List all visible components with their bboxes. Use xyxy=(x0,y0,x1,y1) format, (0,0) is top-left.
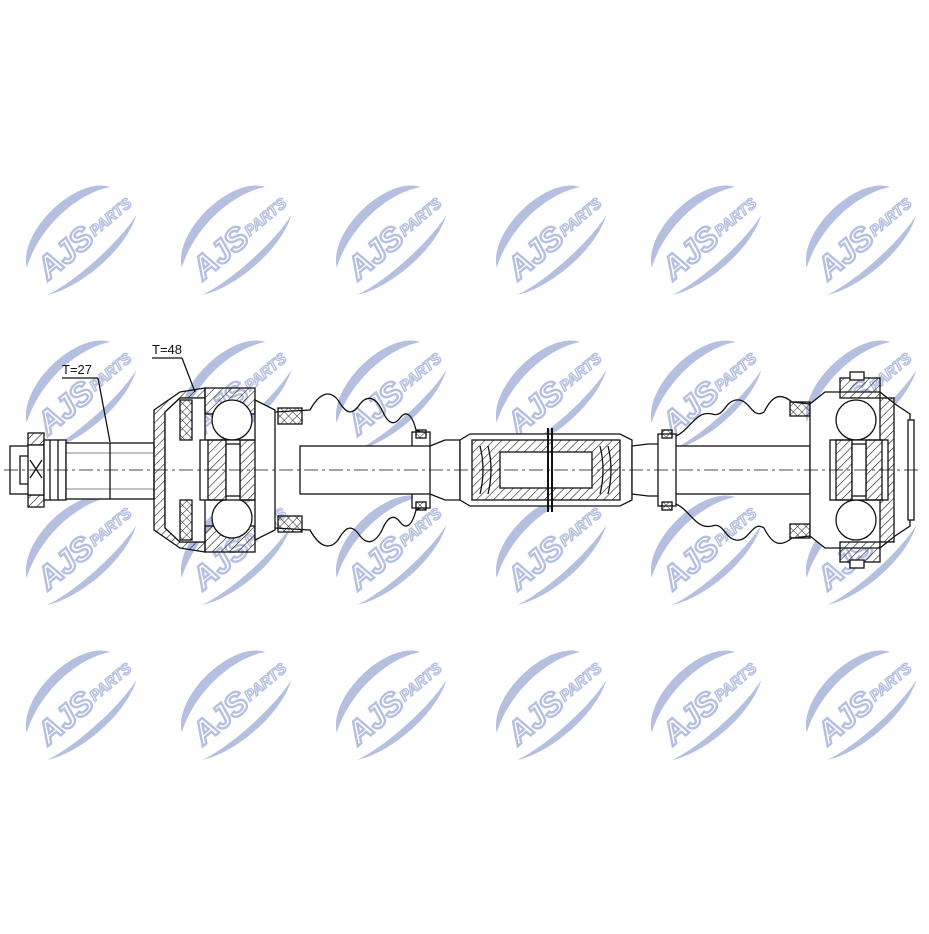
left-threaded-shaft xyxy=(65,442,155,500)
dimension-outer-joint: T=48 xyxy=(152,342,182,357)
leader-outer-joint-diag xyxy=(181,357,196,393)
leader-left-thread-diag xyxy=(97,377,111,443)
right-boot xyxy=(657,395,811,545)
dimension-left-thread: T=27 xyxy=(62,362,92,377)
drive-shaft xyxy=(4,357,922,569)
